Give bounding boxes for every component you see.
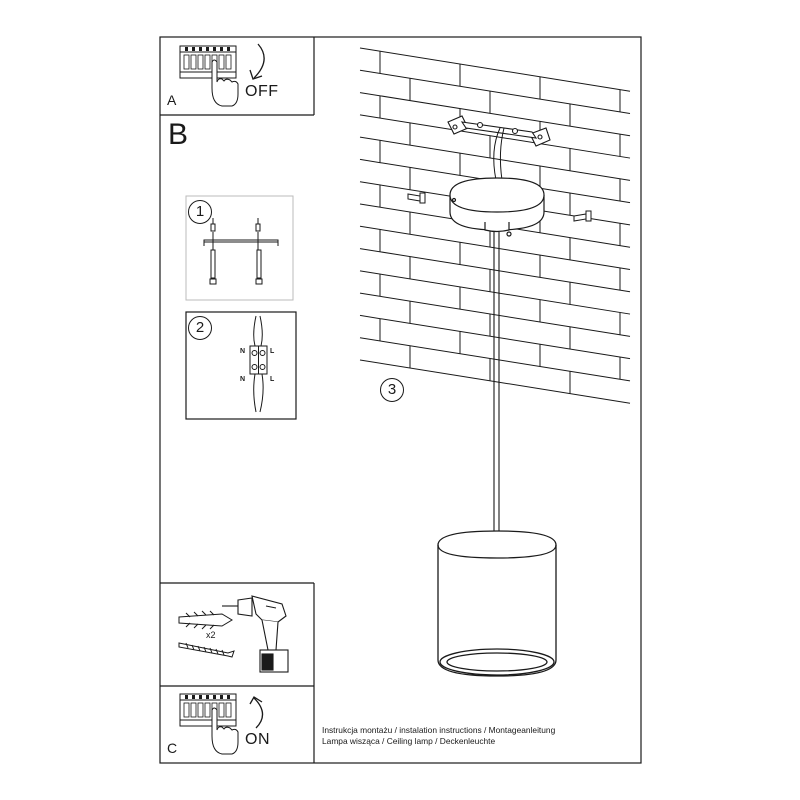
on-label: ON [245,731,270,748]
breaker-panel-icon [179,45,237,79]
wall-plug-icon [178,610,233,630]
section-c-label: C [167,740,178,756]
curved-arrow-icon [249,43,265,80]
ceiling-canopy-icon [449,177,545,237]
breaker-panel-icon [179,693,237,727]
mounting-bracket-icon [447,115,551,147]
screw-icon [178,642,235,658]
mounting-bracket-icon [203,218,279,246]
footer-line-1: Instrukcja montażu / instalation instruc… [322,725,556,735]
quantity-label: x2 [206,630,216,640]
pendant-shade-icon [437,530,557,677]
live-label-bottom: L [270,376,275,383]
suspension-cord [493,232,500,540]
curved-arrow-icon [249,696,264,729]
neutral-label-top: N [240,348,246,355]
hand-icon [211,59,239,107]
terminal-block-icon [249,315,268,413]
step-1-marker: 1 [188,200,212,224]
section-b-label: B [168,118,189,151]
step-1-panel [185,195,294,301]
off-label: OFF [245,83,279,100]
screw-icon [407,192,592,222]
step-2-panel [185,311,297,420]
live-label-top: L [270,348,275,355]
neutral-label-bottom: N [240,376,246,383]
screw-icon [209,232,263,285]
footer-line-2: Lampa wisząca / Ceiling lamp / Deckenleu… [322,736,496,746]
supply-wire [493,127,505,181]
step-3-marker: 3 [380,378,404,402]
drill-icon [222,595,289,673]
frame [159,36,642,764]
step-2-marker: 2 [188,316,212,340]
hand-icon [211,707,239,755]
section-a-label: A [167,92,177,108]
footer-caption: Instrukcja montażu / instalation instruc… [322,725,555,747]
